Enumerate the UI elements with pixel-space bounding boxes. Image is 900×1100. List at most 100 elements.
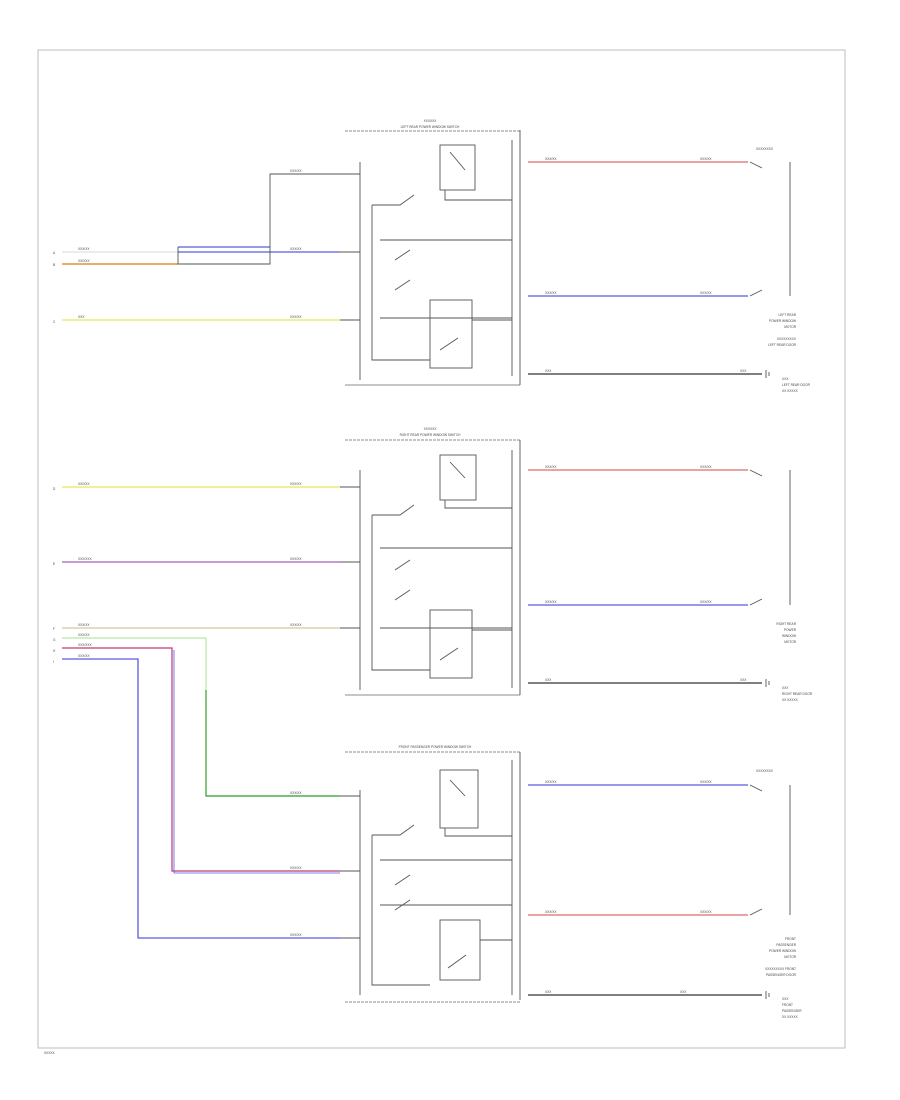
module-name: RIGHT REAR POWER WINDOW SWITCH bbox=[400, 433, 462, 437]
motor-top-label: XXXXXXXX bbox=[756, 769, 774, 773]
motor-label: PASSENGER bbox=[776, 943, 796, 947]
pin-letter: H bbox=[53, 649, 56, 653]
ground-label: PASSENGER bbox=[782, 1009, 802, 1013]
output-wire-label: XXX/XX bbox=[545, 291, 557, 295]
switch-body bbox=[371, 504, 430, 671]
motor-label: WINDOW bbox=[782, 634, 796, 638]
module-bus-right bbox=[511, 752, 521, 1000]
output-wire-label: XXX/XX bbox=[545, 157, 557, 161]
left-input-wires: A B C D E F G H I XXX/XX XX/XXX XXX XX/X… bbox=[53, 173, 340, 939]
relay-box bbox=[439, 919, 481, 981]
motor-left-rear: XXXXXXXX LEFT REAR POWER WINDOW MOTOR XX… bbox=[749, 147, 811, 393]
ground-wire-label: XXX bbox=[740, 678, 747, 682]
ground-symbol bbox=[765, 991, 770, 999]
pin-wire-label: XXX/XX bbox=[290, 315, 302, 319]
wire-bundle-edge bbox=[177, 173, 340, 265]
relay-contact bbox=[444, 151, 512, 201]
wire-green bbox=[205, 690, 340, 797]
pin-letter: G bbox=[53, 638, 56, 642]
pin-wire-label: XXX/XX bbox=[290, 623, 302, 627]
motor-label: MOTOR bbox=[784, 640, 797, 644]
motor-label: XXXXXXXXX bbox=[777, 337, 797, 341]
wire-light-green bbox=[62, 637, 340, 797]
ground-wire-label: XXX bbox=[545, 678, 552, 682]
wire-label: XX/XXX bbox=[78, 482, 90, 486]
motor-front-passenger: XXXXXXXX FRONT PASSENGER POWER WINDOW MO… bbox=[749, 769, 802, 1019]
wire-blue-bundle bbox=[178, 246, 340, 253]
wire-blue bbox=[62, 658, 340, 939]
module-top-label: XXXXXX bbox=[424, 119, 438, 123]
pin-letter: F bbox=[53, 627, 55, 631]
switch-contact bbox=[380, 547, 512, 629]
input-stub bbox=[340, 486, 360, 629]
ground-label: XX XXXXX bbox=[782, 698, 799, 702]
ground-label: FRONT bbox=[782, 1003, 793, 1007]
motor-contact bbox=[749, 161, 763, 297]
wire-label: XXX/XX bbox=[78, 623, 90, 627]
switch-contact bbox=[380, 239, 512, 319]
output-wire-label: XXX/XX bbox=[545, 465, 557, 469]
ground-label: XXX bbox=[782, 377, 789, 381]
motor-label: POWER WINDOW bbox=[769, 319, 796, 323]
motor-right-rear: RIGHT REAR POWER WINDOW MOTOR XXX RIGHT … bbox=[749, 469, 813, 702]
motor-label: FRONT bbox=[785, 937, 796, 941]
switch-contact bbox=[380, 859, 512, 911]
motor-label: LEFT REAR bbox=[779, 313, 797, 317]
motor-contact bbox=[749, 784, 763, 916]
motor-label: XXXXXXXXX FRONT bbox=[765, 967, 796, 971]
pin-wire-label: XXX/XX bbox=[290, 933, 302, 937]
pin-wire-label: XXX/XX bbox=[290, 169, 302, 173]
relay-box bbox=[439, 769, 479, 829]
ground-label: LEFT REAR DOOR bbox=[782, 383, 811, 387]
motor-label: POWER WINDOW bbox=[769, 949, 796, 953]
wire-label: XXX/XXX bbox=[78, 643, 93, 647]
ground-label: XXX bbox=[782, 997, 789, 1001]
ground-wire-label: XXX bbox=[680, 990, 687, 994]
diagram-frame bbox=[37, 49, 846, 1049]
module-name: LEFT REAR POWER WINDOW SWITCH bbox=[401, 125, 460, 129]
relay-box bbox=[439, 144, 476, 191]
relay-box bbox=[439, 454, 477, 501]
switch-body bbox=[371, 824, 430, 986]
output-wire-label: XXX/XX bbox=[545, 780, 557, 784]
footer-code: XXXXX bbox=[44, 1051, 56, 1055]
wire-label: XXX/XX bbox=[78, 247, 90, 251]
relay-contact bbox=[439, 629, 512, 661]
output-wire-label: XXX/XX bbox=[545, 910, 557, 914]
ground-label: RIGHT REAR DOOR bbox=[782, 692, 813, 696]
module-right-rear: XXXXXX RIGHT REAR POWER WINDOW SWITCH XX… bbox=[290, 427, 813, 702]
ground-wire-label: XXX bbox=[545, 990, 552, 994]
module-top-label: XXXXXX bbox=[424, 427, 438, 431]
ground-symbol bbox=[765, 370, 770, 378]
motor-contact bbox=[749, 469, 763, 606]
pin-letter: D bbox=[53, 487, 56, 491]
output-wire-label: XXX/XX bbox=[700, 600, 712, 604]
output-wire-label: XXX/XX bbox=[700, 780, 712, 784]
pin-wire-label: XXX/XX bbox=[290, 482, 302, 486]
motor-top-label: XXXXXXXX bbox=[756, 147, 774, 151]
wire-label: XXX/XX bbox=[78, 633, 90, 637]
output-wire-label: XXX/XX bbox=[700, 157, 712, 161]
input-stub bbox=[340, 795, 360, 939]
output-wire-label: XXX/XX bbox=[545, 600, 557, 604]
wire-label: XXX bbox=[78, 315, 85, 319]
wire-label: XXX/XX bbox=[78, 654, 90, 658]
output-wire-label: XXX/XX bbox=[700, 291, 712, 295]
module-left-rear: XXXXXX LEFT REAR POWER WINDOW SWITCH XXX… bbox=[290, 119, 811, 393]
ground-label: XX XXXXX bbox=[782, 1015, 799, 1019]
pin-letter: A bbox=[53, 251, 56, 255]
motor-label: LEFT REAR DOOR bbox=[768, 343, 797, 347]
ground-label: XX XXXXX bbox=[782, 389, 799, 393]
module-bus-right bbox=[511, 440, 521, 695]
wire-blue-overlay bbox=[173, 650, 340, 874]
ground-wire-label: XXX bbox=[740, 369, 747, 373]
motor-label: PASSENGER DOOR bbox=[766, 973, 797, 977]
pin-letter: E bbox=[53, 562, 55, 566]
output-wire-label: XXX/XX bbox=[700, 910, 712, 914]
motor-label: MOTOR bbox=[784, 955, 797, 959]
pin-wire-label: XXX/XX bbox=[290, 791, 302, 795]
ground-symbol bbox=[765, 679, 770, 687]
ground-wire-label: XXX bbox=[545, 369, 552, 373]
relay-box bbox=[429, 299, 473, 369]
